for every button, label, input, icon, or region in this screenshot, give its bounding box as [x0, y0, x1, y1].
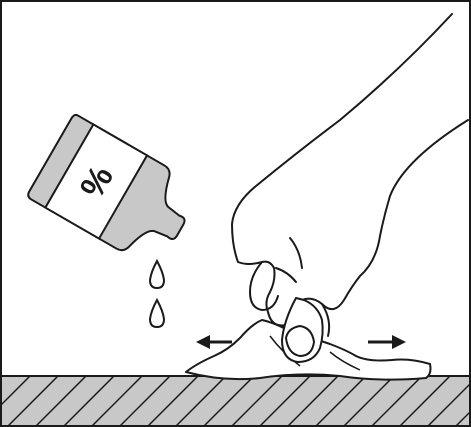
thumbnail	[286, 326, 314, 356]
hatched-surface	[0, 376, 471, 426]
